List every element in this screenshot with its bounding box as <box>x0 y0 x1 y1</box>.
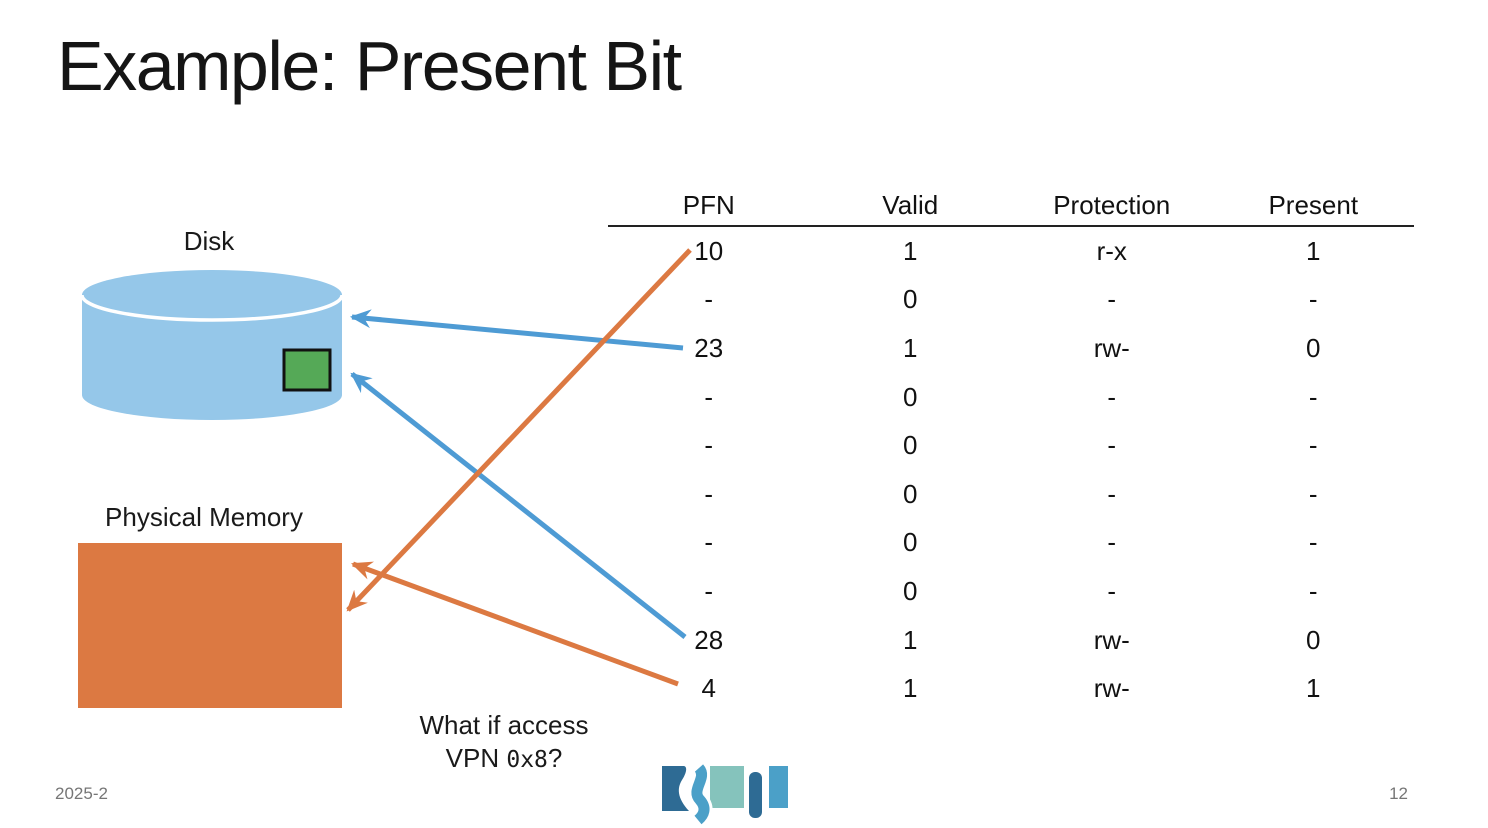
table-row: - 0 - - <box>608 519 1414 568</box>
cell-protection: - <box>1107 527 1117 558</box>
cell-present: - <box>1308 575 1318 606</box>
logo-teal-block <box>710 766 744 808</box>
cell-protection: r-x <box>1096 235 1127 266</box>
cell-pfn: - <box>704 527 714 558</box>
cell-pfn: - <box>704 575 714 606</box>
cell-valid: 0 <box>903 430 918 461</box>
cell-protection: rw- <box>1093 673 1130 704</box>
question-vpn: VPN <box>445 743 500 773</box>
cell-pfn: 28 <box>694 624 724 655</box>
cell-valid: 0 <box>903 478 918 509</box>
page-table-header: PFN Valid Protection Present <box>608 185 1414 225</box>
physical-memory-label: Physical Memory <box>105 502 303 532</box>
header-divider <box>608 225 1414 227</box>
table-row: 23 1 rw- 0 <box>608 324 1414 373</box>
disk-label: Disk <box>183 226 235 256</box>
cell-present: 0 <box>1306 624 1321 655</box>
cell-valid: 1 <box>903 624 918 655</box>
table-row: 4 1 rw- 1 <box>608 664 1414 713</box>
cell-protection: - <box>1107 430 1117 461</box>
table-row: - 0 - - <box>608 421 1414 470</box>
cell-present: - <box>1308 284 1318 315</box>
cell-protection: - <box>1107 575 1117 606</box>
table-row: - 0 - - <box>608 470 1414 519</box>
cell-pfn: - <box>704 478 714 509</box>
cell-pfn: - <box>704 430 714 461</box>
column-header-pfn: PFN <box>682 189 735 220</box>
column-header-present: Present <box>1268 189 1359 220</box>
cell-protection: - <box>1107 478 1117 509</box>
column-header-protection: Protection <box>1053 189 1171 220</box>
table-row: - 0 - - <box>608 373 1414 422</box>
question-mark: ? <box>547 743 563 773</box>
slide-title: Example: Present Bit <box>57 27 682 105</box>
cell-pfn: 10 <box>694 235 724 266</box>
cell-protection: rw- <box>1093 332 1130 363</box>
cell-valid: 1 <box>903 332 918 363</box>
cell-protection: - <box>1107 381 1117 412</box>
cell-valid: 0 <box>903 381 918 412</box>
cell-present: - <box>1308 430 1318 461</box>
arrow-pfn28-to-disk <box>350 372 687 639</box>
logo-dark-block <box>662 766 689 811</box>
cell-pfn: 23 <box>694 332 724 363</box>
cell-valid: 1 <box>903 235 918 266</box>
table-row: 28 1 rw- 0 <box>608 616 1414 665</box>
lab-logo <box>662 762 788 827</box>
cell-protection: rw- <box>1093 624 1130 655</box>
question-vpn-code: 0x8 <box>506 747 548 773</box>
question-line1: What if access <box>419 710 589 740</box>
question-caption: What if access VPN 0x8? <box>388 709 620 777</box>
cell-pfn: 4 <box>701 673 716 704</box>
arrow-pfn23-to-disk <box>349 309 684 351</box>
cell-valid: 0 <box>903 527 918 558</box>
logo-blue-block <box>769 766 788 808</box>
table-row: - 0 - - <box>608 276 1414 325</box>
cell-valid: 0 <box>903 284 918 315</box>
table-row: 10 1 r-x 1 <box>608 227 1414 276</box>
logo-ribbon <box>691 764 710 825</box>
logo-dark-bar <box>749 772 762 818</box>
disk-cylinder <box>82 270 342 420</box>
arrow-pfn10-to-memory <box>346 248 692 612</box>
cell-present: 1 <box>1306 235 1321 266</box>
table-row: - 0 - - <box>608 567 1414 616</box>
cell-pfn: - <box>704 381 714 412</box>
cell-present: - <box>1308 527 1318 558</box>
column-header-valid: Valid <box>882 189 939 220</box>
cell-protection: - <box>1107 284 1117 315</box>
cell-present: - <box>1308 478 1318 509</box>
cell-present: 1 <box>1306 673 1321 704</box>
cell-valid: 0 <box>903 575 918 606</box>
disk-lid-separator <box>80 294 344 322</box>
cell-present: - <box>1308 381 1318 412</box>
question-line2: VPN 0x8? <box>388 742 620 777</box>
footer-page-number: 12 <box>1389 784 1408 803</box>
arrow-pfn4-to-memory <box>351 561 679 687</box>
cell-pfn: - <box>704 284 714 315</box>
cell-present: 0 <box>1306 332 1321 363</box>
physical-memory-rect <box>78 543 342 708</box>
cell-valid: 1 <box>903 673 918 704</box>
page-table: PFN Valid Protection Present 10 1 r-x 1 … <box>608 185 1414 713</box>
swapped-page-square <box>282 348 332 392</box>
footer-course: 2025-2 <box>55 784 108 803</box>
